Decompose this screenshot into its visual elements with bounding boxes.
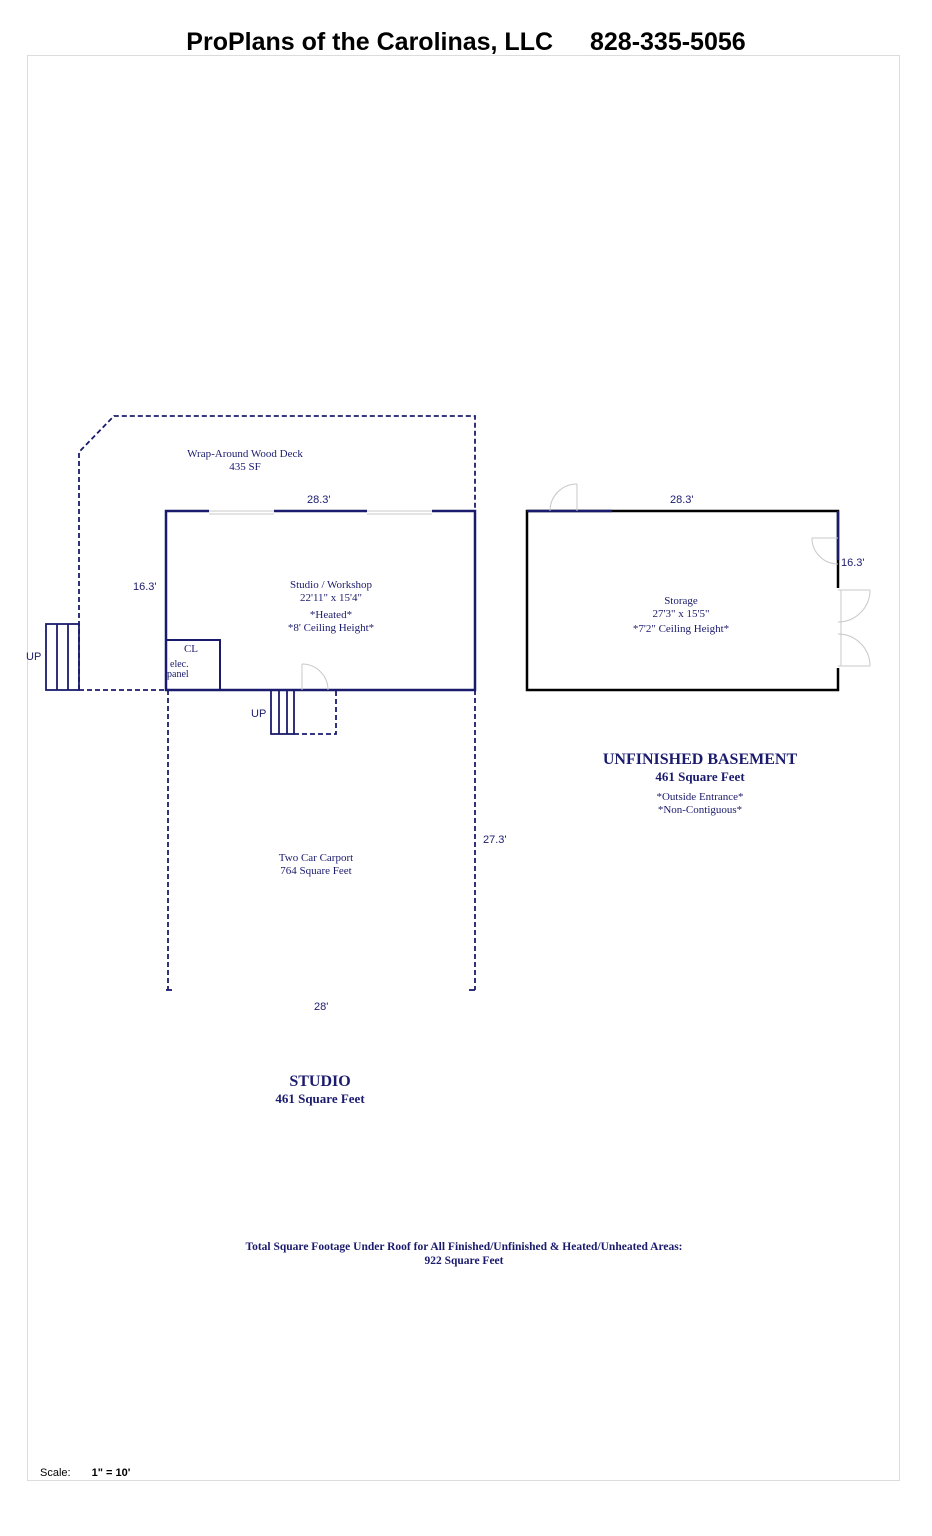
carport-right-dimension: 27.3'	[483, 834, 507, 846]
workshop-top-dimension: 28.3'	[307, 494, 331, 506]
workshop-size: 22'11" x 15'4"	[299, 592, 363, 604]
elec-panel-line2: panel	[167, 669, 189, 680]
storage-top-door	[549, 483, 578, 512]
deck-stairs	[45, 623, 80, 691]
storage-name: Storage	[664, 595, 698, 607]
carport-name: Two Car Carport	[278, 852, 354, 864]
totals-area: 922 Square Feet	[424, 1255, 504, 1267]
studio-title-block: STUDIO 461 Square Feet	[220, 1073, 420, 1106]
storage-top-dimension: 28.3'	[670, 494, 694, 506]
company-phone: 828-335-5056	[589, 28, 746, 56]
workshop-windows	[209, 509, 432, 515]
deck-label: Wrap-Around Wood Deck 435 SF	[176, 448, 314, 474]
workshop-left-dimension: 16.3'	[133, 581, 157, 593]
basement-title-block: UNFINISHED BASEMENT 461 Square Feet *Out…	[580, 751, 820, 817]
carport-label: Two Car Carport 764 Square Feet	[241, 852, 391, 878]
storage-double-door	[836, 588, 871, 668]
carport-area: 764 Square Feet	[280, 865, 352, 877]
drawing-frame	[27, 55, 900, 1481]
closet-walls	[166, 639, 221, 690]
scale-note: Scale: 1" = 10'	[40, 1467, 130, 1479]
front-stairs	[270, 689, 295, 735]
totals-description: Total Square Footage Under Roof for All …	[245, 1241, 683, 1253]
carport-outline	[167, 690, 476, 990]
basement-area: 461 Square Feet	[655, 769, 745, 784]
company-name: ProPlans of the Carolinas, LLC	[186, 28, 554, 56]
storage-label: Storage 27'3" x 15'5" *7'2" Ceiling Heig…	[606, 595, 756, 636]
scale-label: Scale:	[40, 1467, 71, 1479]
storage-side-door	[811, 537, 839, 565]
studio-area: 461 Square Feet	[275, 1091, 365, 1106]
closet-label: CL	[183, 643, 199, 655]
front-stairs-up-label: UP	[251, 708, 267, 720]
workshop-ceiling-note: *8' Ceiling Height*	[287, 622, 375, 634]
deck-area: 435 SF	[229, 461, 261, 473]
scale-value: 1" = 10'	[91, 1467, 131, 1479]
basement-outside-entrance-note: *Outside Entrance*	[656, 791, 744, 803]
elec-panel-line1: elec.	[170, 659, 189, 670]
workshop-name: Studio / Workshop	[289, 579, 373, 591]
studio-title: STUDIO	[289, 1073, 351, 1090]
workshop-heated-note: *Heated*	[309, 609, 353, 621]
totals-block: Total Square Footage Under Roof for All …	[150, 1240, 778, 1268]
workshop-walls	[164, 509, 477, 692]
workshop-door	[301, 663, 329, 691]
deck-stairs-up-label: UP	[26, 651, 42, 663]
deck-outline	[78, 415, 476, 690]
front-landing	[294, 690, 337, 735]
storage-ceiling-note: *7'2" Ceiling Height*	[632, 623, 730, 635]
workshop-label: Studio / Workshop 22'11" x 15'4" *Heated…	[256, 579, 406, 635]
storage-right-dimension: 16.3'	[841, 557, 865, 569]
storage-size: 27'3" x 15'5"	[652, 608, 710, 620]
elec-panel-label: elec. panel	[167, 660, 193, 680]
basement-title: UNFINISHED BASEMENT	[602, 751, 798, 768]
carport-bottom-dimension: 28'	[314, 1001, 329, 1013]
basement-non-contiguous-note: *Non-Contiguous*	[657, 804, 743, 816]
deck-name: Wrap-Around Wood Deck	[187, 448, 303, 460]
page-header: ProPlans of the Carolinas, LLC 828-335-5…	[0, 28, 932, 57]
